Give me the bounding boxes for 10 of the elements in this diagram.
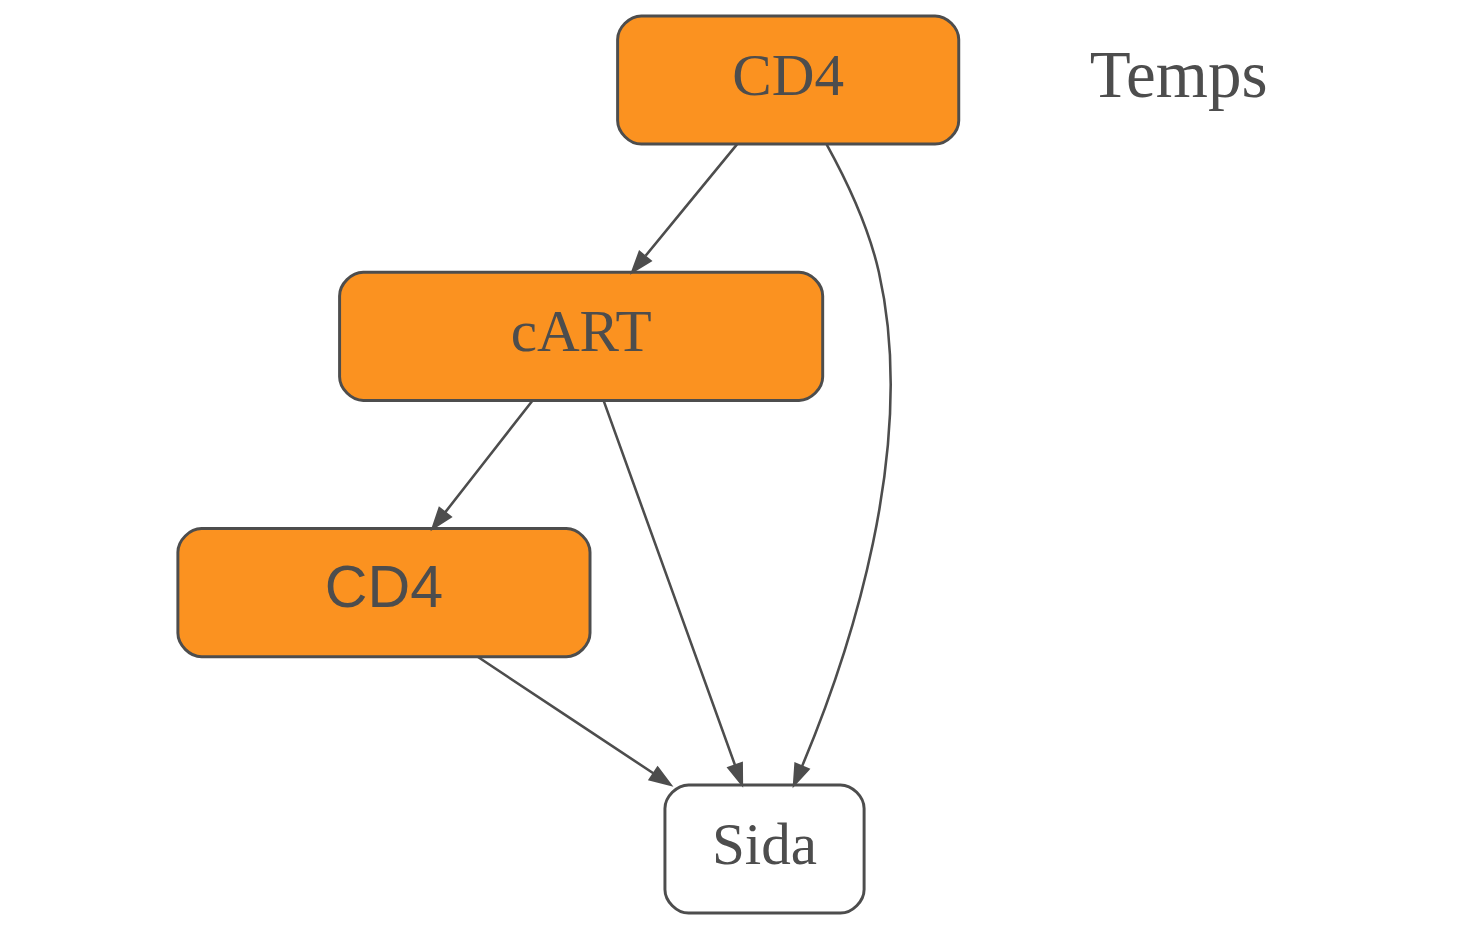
arrow <box>792 143 891 789</box>
arrow <box>629 143 738 275</box>
arrow <box>476 655 673 787</box>
label: Temps <box>1089 37 1267 113</box>
node-box: CD4 <box>175 527 591 659</box>
node-box: Sida <box>662 783 866 915</box>
arrow <box>601 400 743 788</box>
arrow <box>429 399 533 532</box>
node-box: cART <box>337 270 824 402</box>
node-box: CD4 <box>615 14 960 146</box>
